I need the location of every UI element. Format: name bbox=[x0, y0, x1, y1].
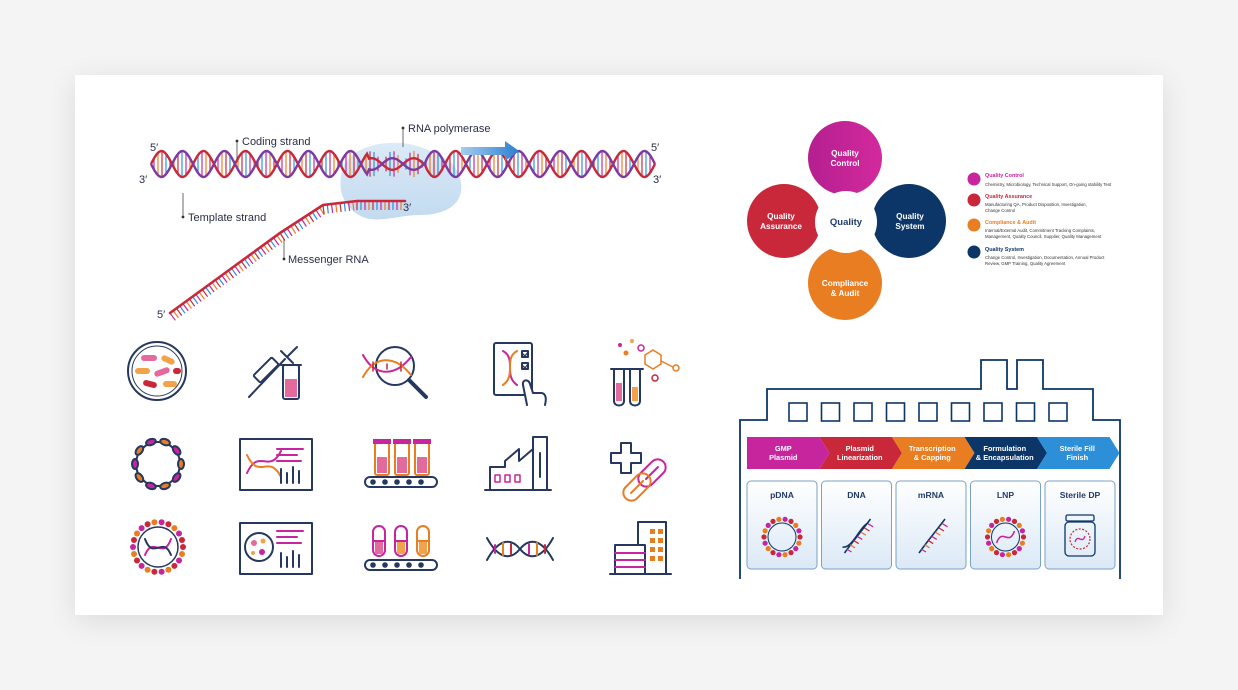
product-icon-2 bbox=[842, 518, 874, 554]
process-step-2 bbox=[819, 437, 902, 469]
process-step-1-line2: Plasmid bbox=[769, 453, 798, 462]
cell-monitor-chart-icon bbox=[239, 522, 313, 575]
petal-ca-line2: & Audit bbox=[831, 289, 860, 298]
process-step-2-line1: Plasmid bbox=[846, 444, 875, 453]
legend-desc-qa-2: Change Control bbox=[985, 208, 1015, 213]
legend-title-qa: Quality Assurance bbox=[985, 194, 1032, 200]
legend-desc-qa-1: Manufacturing QA, Product Disposition, I… bbox=[985, 202, 1087, 207]
compliance-audit-petal bbox=[808, 246, 882, 320]
process-step-4-line1: Formulation bbox=[983, 444, 1026, 453]
petal-qs-line2: System bbox=[895, 222, 924, 231]
three-prime-right: 3′ bbox=[653, 174, 661, 186]
messenger-rna-strand bbox=[168, 199, 407, 321]
product-icon-1 bbox=[761, 516, 803, 558]
chemistry-tubes-icon bbox=[610, 339, 680, 407]
legend-dot-qc bbox=[967, 172, 981, 186]
petal-qs-line1: Quality bbox=[896, 212, 924, 221]
process-step-4-line2: & Encapsulation bbox=[976, 453, 1034, 462]
legend-dot-qs bbox=[967, 245, 981, 259]
process-step-5-line2: Finish bbox=[1066, 453, 1088, 462]
legend-dot-qa bbox=[967, 193, 981, 207]
messenger-rna-label: Messenger RNA bbox=[288, 254, 369, 266]
legend-title-qs: Quality System bbox=[985, 247, 1024, 253]
quality-legend: Quality Control Chemistry, Microbiology,… bbox=[967, 172, 1112, 266]
three-prime-left: 3′ bbox=[139, 174, 147, 186]
rna-polymerase-label: RNA polymerase bbox=[408, 123, 491, 135]
quality-center bbox=[815, 191, 877, 253]
factory-icon bbox=[484, 436, 552, 491]
petal-qa-line2: Assurance bbox=[760, 222, 802, 231]
product-label-4: LNP bbox=[997, 490, 1014, 500]
process-step-3 bbox=[892, 437, 975, 469]
template-strand-label: Template strand bbox=[188, 212, 266, 224]
quality-control-petal bbox=[808, 121, 882, 195]
five-prime-right: 5′ bbox=[651, 142, 659, 154]
process-step-1-line1: GMP bbox=[775, 444, 792, 453]
product-box-4 bbox=[970, 480, 1041, 570]
dna-monitor-chart-icon bbox=[239, 438, 313, 491]
product-boxes: pDNA DNA mRNA LNP Sterile DP bbox=[746, 480, 1116, 570]
five-prime-left-top: 5′ bbox=[150, 142, 158, 154]
manufacturing-diagram: GMPPlasmidPlasmidLinearizationTranscript… bbox=[739, 359, 1121, 579]
legend-desc-ca-2: Management, Quality Council, Supplier, Q… bbox=[985, 234, 1102, 239]
legend-dot-ca bbox=[967, 218, 981, 232]
illustration-board: Coding strand RNA polymerase Template st… bbox=[75, 75, 1163, 615]
process-step-4 bbox=[964, 437, 1047, 469]
quality-center-label: Quality bbox=[830, 217, 863, 228]
petal-qc-line1: Quality bbox=[831, 149, 859, 158]
buildings-icon bbox=[609, 521, 672, 575]
direction-arrow bbox=[461, 141, 519, 161]
three-prime-mrna: 3′ bbox=[403, 202, 411, 214]
product-box-5 bbox=[1044, 480, 1116, 570]
legend-desc-ca-1: Internal/External Audit, Commitment Trac… bbox=[985, 228, 1095, 233]
product-label-1: pDNA bbox=[770, 490, 794, 500]
legend-title-ca: Compliance & Audit bbox=[985, 220, 1036, 226]
dna-double-helix bbox=[149, 149, 657, 179]
product-icon-3 bbox=[918, 518, 948, 554]
process-chevrons: GMPPlasmidPlasmidLinearizationTranscript… bbox=[747, 437, 1120, 469]
petal-qa-line1: Quality bbox=[767, 212, 795, 221]
legend-desc-qs-1: Change Control, Investigation, Documenta… bbox=[985, 255, 1105, 260]
legend-title-qc: Quality Control bbox=[985, 173, 1024, 179]
product-icon-5 bbox=[1064, 514, 1096, 557]
legend-desc-qc: Chemistry, Microbiology, Technical Suppo… bbox=[985, 182, 1112, 187]
syringe-vial-icon bbox=[248, 346, 302, 400]
vial-conveyor-icon bbox=[364, 439, 438, 488]
quality-assurance-petal bbox=[747, 184, 821, 258]
process-step-5 bbox=[1037, 437, 1120, 469]
product-label-3: mRNA bbox=[918, 490, 944, 500]
icon-grid bbox=[127, 339, 680, 575]
factory-outline bbox=[739, 359, 1121, 579]
product-box-1 bbox=[746, 480, 818, 570]
product-label-2: DNA bbox=[847, 490, 866, 500]
process-step-1 bbox=[747, 437, 830, 469]
coding-strand-label: Coding strand bbox=[242, 136, 311, 148]
capsule-conveyor-icon bbox=[364, 525, 438, 571]
product-icon-4 bbox=[984, 516, 1027, 558]
dna-helix-icon bbox=[486, 537, 554, 561]
five-prime-mrna: 5′ bbox=[157, 309, 165, 321]
plasmid-ring-icon bbox=[131, 437, 185, 491]
quality-system-petal bbox=[872, 184, 946, 258]
dna-magnifier-icon bbox=[362, 346, 428, 399]
petal-qc-line2: Control bbox=[830, 159, 859, 168]
bacteria-culture-icon bbox=[127, 341, 187, 401]
product-box-2 bbox=[821, 480, 892, 570]
dna-checklist-icon bbox=[493, 342, 547, 406]
transcription-diagram: Coding strand RNA polymerase Template st… bbox=[139, 123, 661, 321]
process-step-3-line1: Transcription bbox=[909, 444, 956, 453]
product-label-5: Sterile DP bbox=[1060, 490, 1101, 500]
process-step-2-line2: Linearization bbox=[837, 453, 883, 462]
product-box-3 bbox=[895, 480, 967, 570]
medical-cross-capsules-icon bbox=[610, 442, 667, 502]
factory-windows bbox=[788, 402, 1068, 422]
petal-ca-line1: Compliance bbox=[822, 279, 869, 288]
lipid-nanoparticle-icon bbox=[130, 519, 186, 575]
quality-diagram: Quality Quality Control Quality Assuranc… bbox=[747, 121, 1112, 320]
legend-desc-qs-2: Review, GMP Training, Quality Agreement bbox=[985, 261, 1066, 266]
illustration-canvas: Coding strand RNA polymerase Template st… bbox=[127, 121, 1121, 579]
process-step-3-line2: & Capping bbox=[914, 453, 951, 462]
process-step-5-line1: Sterile Fill bbox=[1060, 444, 1095, 453]
